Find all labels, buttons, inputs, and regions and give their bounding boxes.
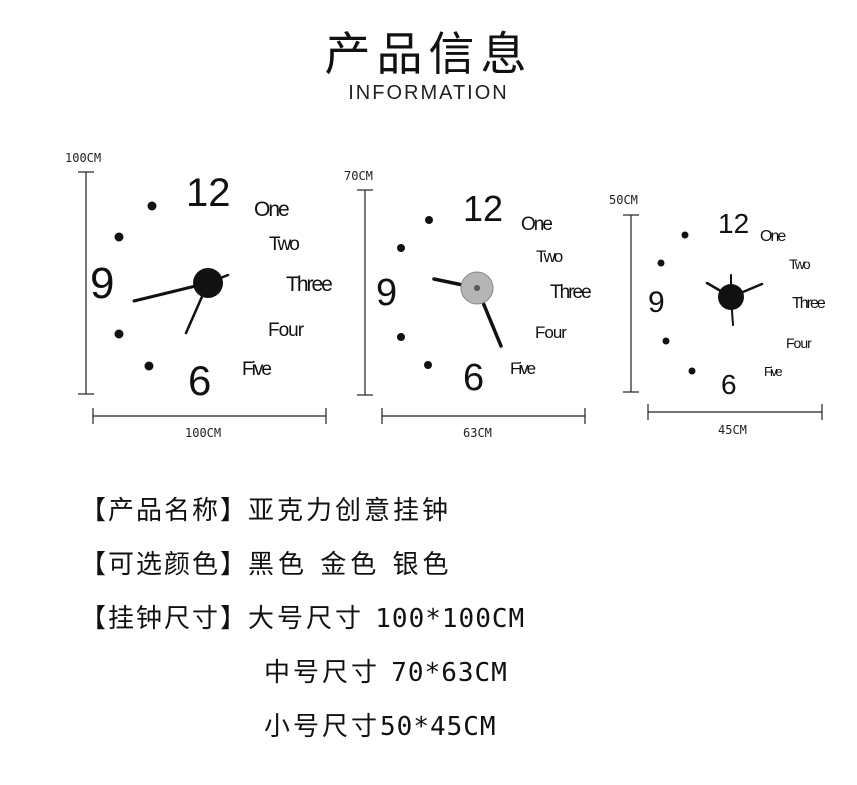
word-five: Five	[510, 359, 536, 378]
numeral-6: 6	[188, 357, 211, 404]
size-prefix: 中号尺寸	[264, 658, 392, 688]
numeral-9: 9	[376, 272, 397, 314]
spec-row-size: 【挂钟尺寸】大号尺寸 100*100CM	[80, 598, 525, 635]
spec-row-name: 【产品名称】亚克力创意挂钟	[80, 490, 451, 527]
word-one: One	[521, 214, 552, 235]
height-label: 100CM	[65, 151, 101, 165]
word-four: Four	[786, 335, 812, 351]
size-prefix: 大号尺寸	[248, 604, 376, 634]
hour-dot	[397, 333, 405, 341]
hour-dot	[397, 244, 405, 252]
word-two: Two	[536, 247, 563, 266]
word-three: Three	[792, 295, 826, 312]
spec-value: 黑色 金色 银色	[248, 550, 453, 580]
word-five: Five	[764, 364, 782, 379]
spec-label: 【产品名称】	[80, 496, 249, 526]
hour-dot	[114, 329, 124, 339]
spec-row-size-small: 小号尺寸50*45CM	[264, 706, 497, 743]
word-five: Five	[242, 359, 271, 380]
size-value-large: 100*100CM	[375, 604, 526, 634]
word-one: One	[760, 228, 786, 245]
word-two: Two	[269, 234, 299, 255]
word-three: Three	[286, 273, 332, 296]
hour-dot	[662, 337, 670, 345]
clock-medium: 70CM 63CM 12 9 6 One Two Three Four Five	[344, 169, 593, 440]
numeral-12: 12	[718, 208, 749, 239]
word-four: Four	[268, 320, 305, 341]
spec-row-colors: 【可选颜色】黑色 金色 银色	[80, 544, 453, 581]
numeral-12: 12	[186, 171, 231, 215]
numeral-9: 9	[90, 259, 114, 308]
clock-hub	[193, 268, 223, 298]
clock-hub	[718, 284, 744, 310]
width-label: 100CM	[185, 426, 221, 440]
page-subtitle: INFORMATION	[348, 82, 509, 104]
hour-dot	[681, 231, 689, 239]
hour-dot	[144, 361, 154, 371]
clock-large: 100CM 100CM 12 9 6 One Two Three Four Fi…	[65, 151, 334, 440]
spec-label: 【挂钟尺寸】	[80, 604, 249, 634]
word-four: Four	[535, 323, 567, 342]
width-label: 45CM	[718, 423, 747, 437]
width-label: 63CM	[463, 426, 492, 440]
hour-dot	[688, 367, 696, 375]
hour-dot	[657, 259, 665, 267]
numeral-6: 6	[721, 369, 737, 400]
numeral-9: 9	[648, 286, 665, 319]
size-prefix: 小号尺寸	[264, 712, 381, 742]
size-value-small: 50*45CM	[380, 712, 497, 742]
page-title: 产品信息	[324, 27, 533, 81]
clock-illustrations: 100CM 100CM 12 9 6 One Two Three Four Fi…	[65, 151, 828, 440]
word-one: One	[254, 198, 289, 221]
hour-dot	[424, 361, 432, 369]
clock-small: 50CM 45CM 12 9 6 One Two Three Four Five	[609, 193, 828, 437]
size-value-medium: 70*63CM	[391, 658, 508, 688]
spec-value: 亚克力创意挂钟	[248, 496, 452, 526]
spec-row-size-medium: 中号尺寸 70*63CM	[264, 652, 508, 689]
numeral-6: 6	[463, 357, 484, 399]
height-label: 50CM	[609, 193, 638, 207]
numeral-12: 12	[463, 188, 503, 229]
word-two: Two	[789, 256, 811, 272]
hour-dot	[425, 216, 433, 224]
hour-dot	[114, 232, 124, 242]
word-three: Three	[550, 282, 591, 303]
height-label: 70CM	[344, 169, 373, 183]
spec-label: 【可选颜色】	[80, 550, 249, 580]
hour-dot	[147, 201, 157, 211]
